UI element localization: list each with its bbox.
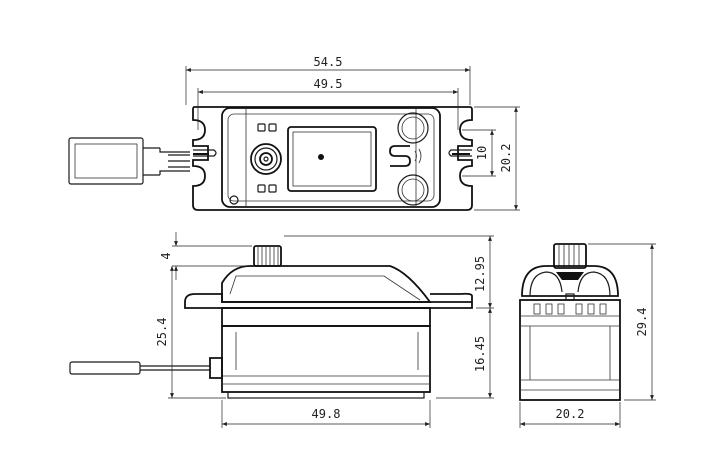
dim-label-20-2-end: 20.2 bbox=[556, 407, 585, 421]
dim-side-body-length: 49.8 bbox=[221, 400, 431, 428]
dim-hole-spacing: 49.5 bbox=[197, 77, 459, 130]
dim-label-29-4: 29.4 bbox=[635, 308, 649, 337]
dim-label-12-95: 12.95 bbox=[473, 256, 487, 292]
dim-label-54-5: 54.5 bbox=[314, 55, 343, 69]
dim-label-25-4: 25.4 bbox=[155, 318, 169, 347]
dim-end-width: 20.2 bbox=[519, 402, 621, 428]
dim-side-lower-height: 16.45 bbox=[436, 308, 494, 399]
dim-slot-spacing: 10 bbox=[462, 129, 496, 177]
side-view-lower-case bbox=[221, 325, 431, 393]
dim-side-upper-height: 12.95 bbox=[284, 235, 494, 309]
dim-side-top-gap: 4 bbox=[159, 232, 252, 280]
output-spline-end bbox=[553, 243, 587, 269]
side-view-cable bbox=[69, 357, 223, 379]
top-view-flange bbox=[192, 106, 473, 211]
dim-label-49-8: 49.8 bbox=[312, 407, 341, 421]
dim-label-16-45: 16.45 bbox=[473, 336, 487, 372]
top-view-bosses bbox=[397, 112, 429, 206]
dim-label-10: 10 bbox=[475, 146, 489, 160]
end-view-top bbox=[521, 265, 619, 297]
output-spline-side bbox=[253, 245, 282, 267]
top-view-mount-slots bbox=[193, 149, 472, 157]
case-screw-holes bbox=[229, 123, 277, 205]
dim-label-20-2-top: 20.2 bbox=[499, 144, 513, 173]
dim-overall-width: 54.5 bbox=[185, 55, 471, 105]
dim-side-mount-height: 25.4 bbox=[155, 266, 226, 399]
brand-logo bbox=[389, 145, 411, 167]
dim-label-49-5: 49.5 bbox=[314, 77, 343, 91]
side-view-middle-case bbox=[221, 307, 431, 327]
top-view-case bbox=[221, 107, 441, 208]
dim-top-width: 20.2 bbox=[474, 106, 520, 211]
dim-label-4: 4 bbox=[159, 252, 173, 259]
top-view-cable bbox=[68, 137, 190, 185]
side-view: 4 25.4 12.95 16.45 49.8 bbox=[69, 232, 494, 428]
end-view-vents bbox=[533, 303, 607, 315]
output-spline-top bbox=[250, 143, 282, 175]
end-view: 29.4 20.2 bbox=[519, 243, 656, 428]
top-view: 54.5 49.5 10 20.2 bbox=[68, 55, 520, 211]
end-view-body bbox=[519, 299, 621, 401]
dim-end-height: 29.4 bbox=[588, 243, 656, 401]
side-view-upper-case bbox=[221, 265, 432, 303]
top-view-label-panel bbox=[287, 126, 377, 192]
